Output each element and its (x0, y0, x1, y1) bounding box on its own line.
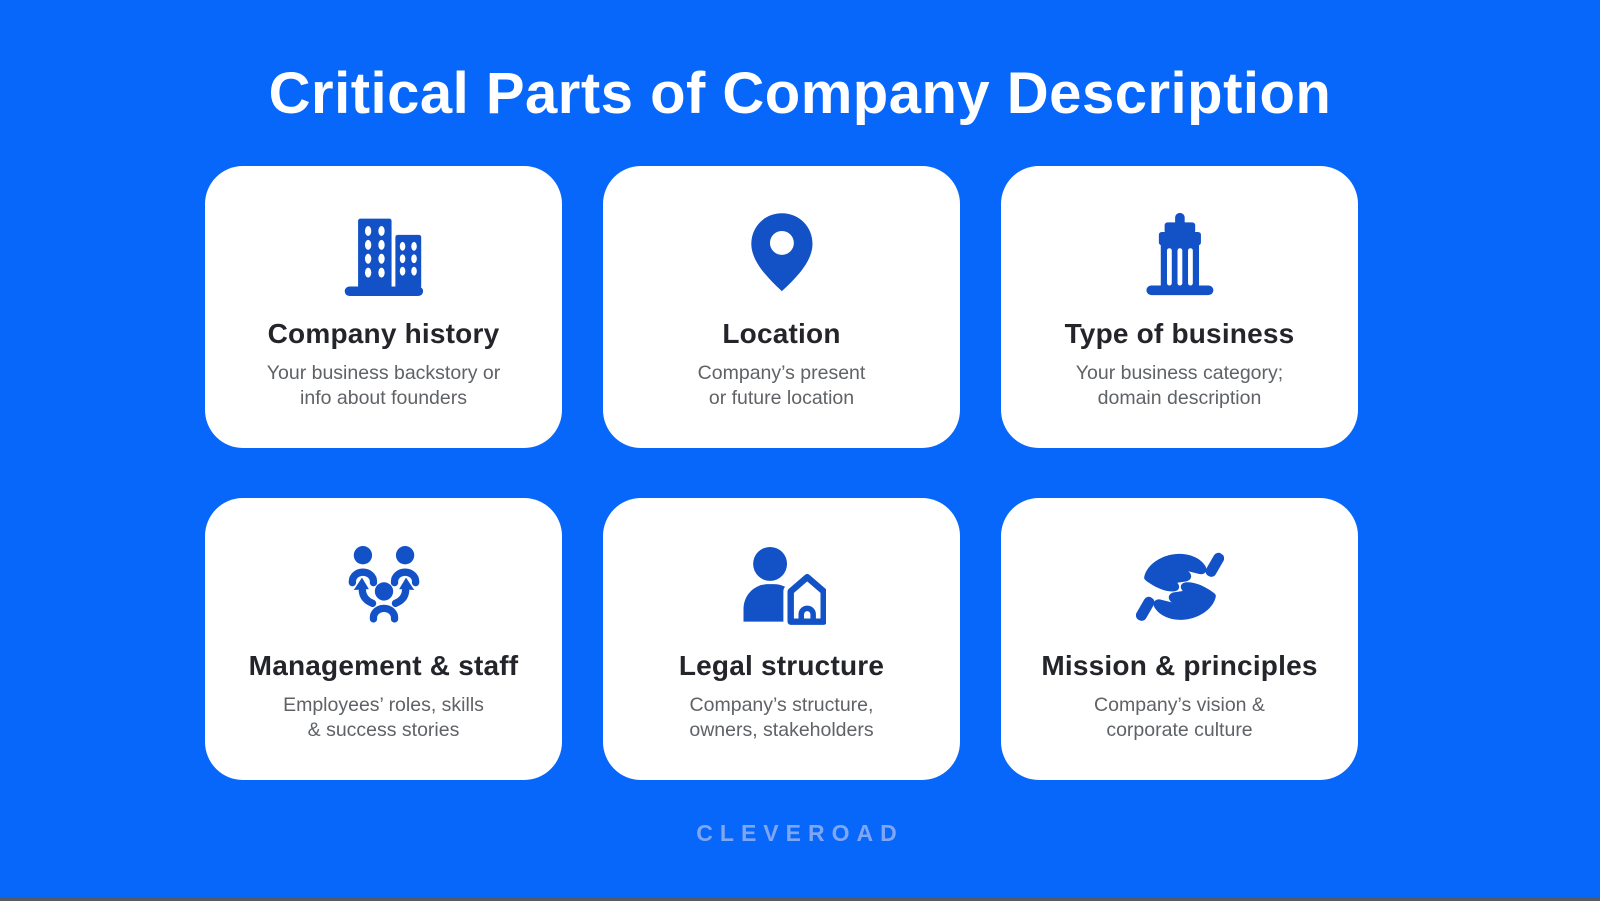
card-description: Company’s present or future location (603, 361, 960, 411)
page-title: Critical Parts of Company Description (268, 61, 1332, 126)
buildings-icon (205, 208, 562, 298)
card-description-line: Employees’ roles, skills (283, 694, 484, 716)
card-description: Employees’ roles, skills & success stori… (205, 693, 562, 743)
card-description: Your business category; domain descripti… (1001, 361, 1358, 411)
bank-building-icon (1001, 208, 1358, 298)
card-company-history: Company history Your business backstory … (205, 166, 562, 448)
card-description-line: & success stories (307, 718, 460, 741)
card-description-line: info about founders (300, 386, 467, 409)
hands-care-icon (1001, 540, 1358, 630)
card-description: Your business backstory or info about fo… (205, 361, 562, 411)
card-mission-principles: Mission & principles Company’s vision & … (1001, 498, 1358, 780)
map-pin-icon (603, 208, 960, 298)
card-description-line: domain description (1097, 386, 1262, 409)
card-title: Company history (267, 318, 500, 349)
cards-grid: Company history Your business backstory … (205, 166, 1358, 780)
person-house-icon (603, 540, 960, 630)
card-description-line: Company’s vision & (1094, 694, 1265, 716)
card-title: Management & staff (248, 650, 519, 681)
card-description-line: owners, stakeholders (689, 718, 874, 741)
card-description-line: Your business backstory or (266, 362, 501, 384)
card-management-staff: Management & staff Employees’ roles, ski… (205, 498, 562, 780)
card-location: Location Company’s present or future loc… (603, 166, 960, 448)
card-title: Location (722, 318, 841, 349)
card-title: Type of business (1064, 318, 1295, 349)
card-description: Company’s structure, owners, stakeholder… (603, 693, 960, 743)
card-title: Legal structure (678, 650, 885, 681)
card-description-line: corporate culture (1106, 718, 1253, 741)
card-description-line: Your business category; (1075, 362, 1284, 384)
card-title: Mission & principles (1041, 650, 1318, 681)
people-sync-icon (205, 540, 562, 630)
card-legal-structure: Legal structure Company’s structure, own… (603, 498, 960, 780)
bottom-border (0, 897, 1600, 901)
cleveroad-logo: CLEVEROAD (696, 820, 904, 846)
card-description-line: Company’s present (697, 362, 866, 384)
card-description-line: or future location (708, 386, 855, 409)
card-description: Company’s vision & corporate culture (1001, 693, 1358, 743)
card-type-of-business: Type of business Your business category;… (1001, 166, 1358, 448)
card-description-line: Company’s structure, (689, 694, 874, 716)
